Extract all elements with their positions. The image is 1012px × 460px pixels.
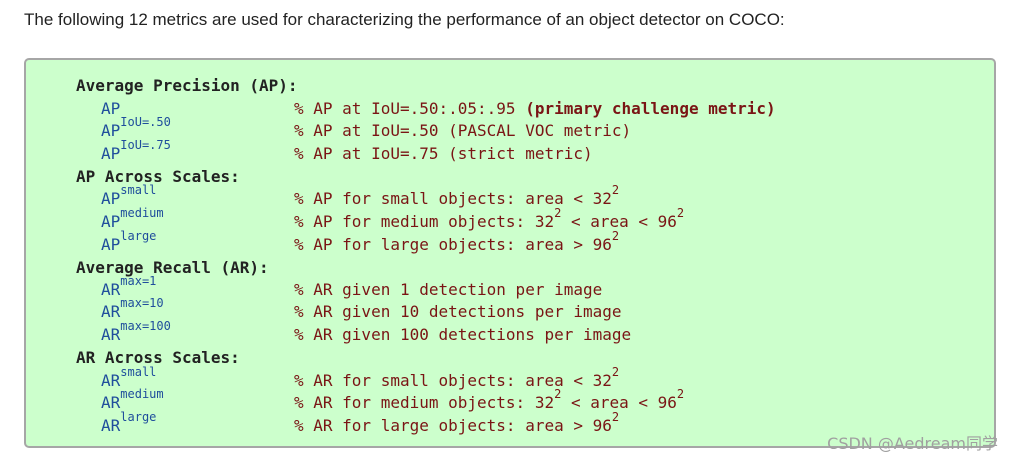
- desc-text: % AR for medium objects: 32: [294, 393, 555, 412]
- desc-text: % AP for large objects: area > 96: [294, 235, 612, 254]
- metric-sup: IoU=.75: [120, 138, 171, 152]
- metric-base: AR: [101, 371, 121, 390]
- desc-text: % AR for large objects: area > 96: [294, 416, 612, 435]
- metric-desc-ap: % AP at IoU=.50:.05:.95 (primary challen…: [294, 98, 776, 120]
- metrics-code-block: Average Precision (AP): AP % AP at IoU=.…: [24, 58, 996, 448]
- metric-ap-iou75: APIoU=.75: [101, 139, 171, 165]
- desc-text: % AP for medium objects: 32: [294, 212, 555, 231]
- metric-desc-ap-large: % AP for large objects: area > 962: [294, 230, 619, 256]
- metric-ap-large: APlarge: [101, 230, 156, 256]
- metric-sup: large: [120, 229, 157, 243]
- metric-ar-max100: ARmax=100: [101, 320, 171, 346]
- metric-ar-small: ARsmall: [101, 366, 156, 392]
- metric-base: AP: [101, 189, 121, 208]
- metric-sup: max=1: [120, 274, 157, 288]
- desc-sup: 2: [676, 206, 685, 220]
- metric-desc-ap-medium: % AP for medium objects: 322 < area < 96…: [294, 207, 684, 233]
- metric-desc-ap-iou75: % AP at IoU=.75 (strict metric): [294, 143, 593, 165]
- metric-sup: medium: [120, 387, 164, 401]
- desc-tail: < area < 96: [561, 212, 677, 231]
- metric-ar-large: ARlarge: [101, 411, 156, 437]
- metric-base: AR: [101, 416, 121, 435]
- metric-sup: max=100: [120, 319, 171, 333]
- desc-sup: 2: [611, 365, 620, 379]
- metric-base: AR: [101, 280, 121, 299]
- desc-tail: < area < 96: [561, 393, 677, 412]
- metric-desc-ap-small: % AP for small objects: area < 322: [294, 184, 619, 210]
- metric-sup: small: [120, 183, 157, 197]
- metric-ar-max10: ARmax=10: [101, 297, 164, 323]
- metric-desc-ar-max1: % AR given 1 detection per image: [294, 279, 602, 301]
- desc-text: % AR given 1 detection per image: [294, 280, 603, 299]
- csdn-watermark: CSDN @Aedream同学: [827, 434, 998, 453]
- metric-base: AP: [101, 144, 121, 163]
- metric-sup: small: [120, 365, 157, 379]
- metric-base: AR: [101, 325, 121, 344]
- metric-base: AP: [101, 121, 121, 140]
- section-heading-ap-scales: AP Across Scales:: [76, 167, 240, 186]
- desc-text: % AR given 100 detections per image: [294, 325, 632, 344]
- desc-sup: 2: [554, 206, 562, 220]
- desc-text: % AP at IoU=.75 (strict metric): [294, 144, 593, 163]
- intro-text: The following 12 metrics are used for ch…: [24, 10, 785, 29]
- metric-ap: AP: [101, 98, 120, 120]
- desc-sup: 2: [611, 183, 620, 197]
- metric-base: AR: [101, 393, 121, 412]
- desc-bold: (primary challenge metric): [525, 99, 776, 118]
- metric-base: AP: [101, 212, 121, 231]
- metric-desc-ar-large: % AR for large objects: area > 962: [294, 411, 619, 437]
- desc-sup: 2: [611, 410, 620, 424]
- section-heading-ar-scales: AR Across Scales:: [76, 348, 240, 367]
- desc-sup: 2: [676, 387, 685, 401]
- metric-desc-ar-max10: % AR given 10 detections per image: [294, 301, 622, 323]
- desc-text: % AP for small objects: area < 32: [294, 189, 612, 208]
- metric-desc-ar-small: % AR for small objects: area < 322: [294, 366, 619, 392]
- metric-ar-medium: ARmedium: [101, 388, 164, 414]
- desc-text: % AR for small objects: area < 32: [294, 371, 612, 390]
- metric-ar-max1: ARmax=1: [101, 275, 156, 301]
- metric-ap-small: APsmall: [101, 184, 156, 210]
- desc-sup: 2: [611, 229, 620, 243]
- metric-base: AR: [101, 302, 121, 321]
- metric-desc-ar-max100: % AR given 100 detections per image: [294, 324, 631, 346]
- desc-text: % AP at IoU=.50 (PASCAL VOC metric): [294, 121, 632, 140]
- section-heading-ar: Average Recall (AR):: [76, 258, 269, 277]
- desc-sup: 2: [554, 387, 562, 401]
- desc-text: % AP at IoU=.50:.05:.95: [294, 99, 526, 118]
- metric-sup: medium: [120, 206, 164, 220]
- metric-ap-iou50: APIoU=.50: [101, 116, 171, 142]
- metric-ap-medium: APmedium: [101, 207, 164, 233]
- metric-desc-ar-medium: % AR for medium objects: 322 < area < 96…: [294, 388, 684, 414]
- metric-sup: IoU=.50: [120, 115, 171, 129]
- desc-text: % AR given 10 detections per image: [294, 302, 622, 321]
- section-heading-ap: Average Precision (AP):: [76, 76, 298, 95]
- metric-desc-ap-iou50: % AP at IoU=.50 (PASCAL VOC metric): [294, 120, 631, 142]
- metric-sup: large: [120, 410, 157, 424]
- metric-base: AP: [101, 99, 121, 118]
- metric-base: AP: [101, 235, 121, 254]
- metric-sup: max=10: [120, 296, 164, 310]
